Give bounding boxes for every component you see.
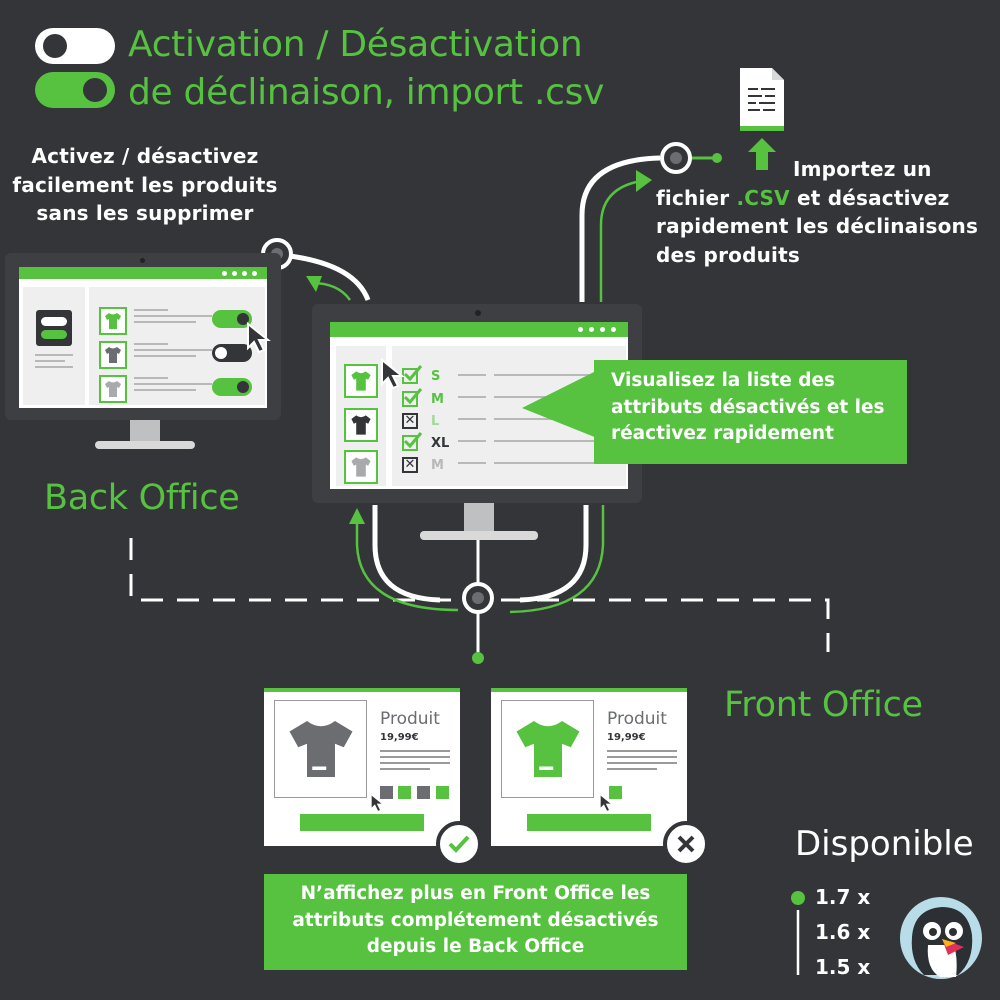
white-curve-right	[579, 155, 661, 302]
attribute-checkbox-crossed: ✕	[402, 457, 418, 473]
tshirt-icon	[351, 415, 371, 435]
caption-right-line: fichier .CSV et désactivez	[656, 184, 978, 213]
caption-right-line: rapidement les déclinaisons	[656, 214, 979, 238]
add-to-cart-button	[527, 814, 651, 831]
toggle-on-icon	[35, 72, 115, 108]
green-arrow-right	[636, 170, 652, 192]
title-line-2: de déclinaison, import .csv	[128, 72, 605, 113]
attribute-checkbox	[402, 391, 418, 407]
front-office-label: Front Office	[724, 685, 923, 725]
back-office-screen	[19, 267, 267, 408]
caption-csv: Importez un fichier .CSV et désactivez r…	[656, 155, 978, 269]
version-label: 1.5 x	[815, 955, 871, 979]
size-label: S	[431, 369, 441, 384]
caption-back-office: Activez / désactivez facilement les prod…	[0, 142, 290, 228]
product-name: Produit	[607, 709, 667, 729]
product-price: 19,99€	[380, 732, 419, 743]
front-box-line: N’affichez plus en Front Office les	[300, 883, 651, 904]
availability-title: Disponible	[795, 824, 974, 864]
toggle-on-icon	[212, 310, 252, 328]
tshirt-icon	[516, 721, 580, 777]
cross-circle-icon	[663, 821, 709, 867]
cursor-icon	[599, 793, 615, 813]
tshirt-icon	[351, 457, 371, 477]
cursor-icon	[247, 321, 271, 354]
tshirt-icon	[105, 313, 121, 329]
attributes-box-line: attributs désactivés et les	[611, 396, 885, 418]
cursor-icon	[381, 357, 405, 390]
tshirt-icon	[105, 347, 121, 363]
product-card: Produit 19,99€	[264, 688, 460, 846]
attribute-checkbox	[402, 435, 418, 451]
add-to-cart-button	[300, 814, 424, 831]
csv-highlight: .CSV	[736, 185, 790, 210]
version-label: 1.6 x	[815, 920, 871, 944]
upload-arrow-icon	[748, 138, 776, 170]
front-box-line: depuis le Back Office	[366, 936, 585, 957]
check-circle-icon	[436, 821, 482, 867]
front-box-line: attributs complétement désactivés	[292, 909, 659, 931]
toggle-off-icon	[35, 28, 115, 64]
green-arrow-top	[306, 276, 322, 292]
version-label: 1.7 x	[815, 885, 871, 909]
toggle-on-icon	[212, 378, 252, 396]
caption-right-line: des produits	[656, 242, 800, 267]
back-office-label: Back Office	[44, 478, 240, 518]
product-card: Produit 19,99€	[491, 688, 687, 846]
toggle-off-icon	[212, 344, 252, 362]
product-price: 19,99€	[607, 732, 646, 743]
cursor-icon	[370, 793, 386, 813]
attributes-box-line: Visualisez la liste des	[611, 370, 836, 391]
back-office-monitor	[5, 253, 281, 420]
attribute-checkbox-crossed: ✕	[402, 413, 418, 429]
white-arc-bottom-left	[372, 505, 441, 603]
size-label: M	[431, 458, 444, 473]
attributes-box-line: réactivez rapidement	[611, 423, 834, 444]
tshirt-icon	[351, 371, 371, 391]
white-arc-top	[289, 253, 371, 301]
caption-left-line: Activez / désactivez	[31, 144, 259, 168]
csv-file-icon	[740, 68, 784, 170]
caption-right-line: Importez un	[793, 157, 932, 181]
caption-text: et désactivez	[789, 185, 950, 210]
size-label: XL	[431, 436, 450, 451]
caption-left-line: sans les supprimer	[36, 201, 254, 225]
product-name: Produit	[380, 709, 440, 729]
front-office-info-box: N’affichez plus en Front Office les attr…	[264, 874, 687, 970]
white-arc-bottom-right	[519, 505, 589, 603]
attributes-info-box: Visualisez la liste des attributs désact…	[594, 360, 907, 464]
tshirt-icon	[289, 721, 353, 777]
green-curve-right	[599, 178, 649, 302]
prestashop-puffin-icon	[900, 897, 982, 979]
title-line-1: Activation / Désactivation	[128, 24, 583, 65]
size-label: L	[431, 414, 440, 429]
tshirt-icon	[105, 381, 121, 397]
caption-left-line: facilement les produits	[12, 172, 278, 197]
size-label: M	[431, 392, 444, 407]
caption-text: fichier	[656, 185, 737, 210]
